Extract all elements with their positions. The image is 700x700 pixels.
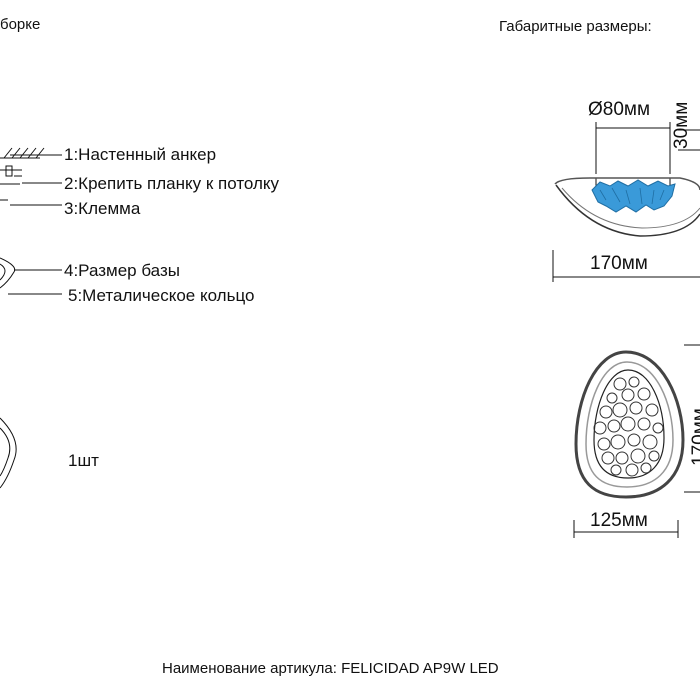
base-shape bbox=[0, 257, 16, 289]
part-label-base-size: 4:Размер базы bbox=[64, 261, 180, 280]
diameter-label: Ø80мм bbox=[588, 99, 651, 120]
part-label-wall-anchor: 1:Настенный анкер bbox=[64, 145, 217, 164]
part-label-mounting-plate: 2:Крепить планку к потолку bbox=[64, 174, 280, 193]
height-front-label: 170мм bbox=[689, 408, 700, 466]
leader-lines bbox=[8, 154, 62, 295]
part-label-terminal: 3:Клемма bbox=[64, 199, 141, 218]
width-front-label: 125мм bbox=[590, 510, 648, 531]
ring-shape bbox=[0, 417, 17, 489]
lamp-side-view bbox=[554, 177, 700, 237]
quantity-label: 1шт bbox=[68, 451, 99, 470]
mounting-bracket bbox=[0, 165, 22, 201]
width-side-dimension bbox=[552, 250, 700, 282]
height-30-dimension bbox=[678, 129, 700, 151]
lamp-front-view bbox=[574, 350, 685, 499]
article-name: Наименование артикула: FELICIDAD AP9W LE… bbox=[162, 660, 499, 677]
assembly-title: борке bbox=[0, 16, 41, 33]
height-front-dimension bbox=[684, 344, 700, 493]
width-front-dimension bbox=[573, 520, 679, 538]
part-label-metal-ring: 5:Металическое кольцо bbox=[68, 286, 255, 305]
width-side-label: 170мм bbox=[590, 253, 648, 274]
diameter-dimension bbox=[595, 122, 671, 174]
dimensions-title: Габаритные размеры: bbox=[499, 18, 652, 35]
ceiling-hatch bbox=[0, 147, 45, 159]
height-label: 30мм bbox=[671, 101, 692, 149]
